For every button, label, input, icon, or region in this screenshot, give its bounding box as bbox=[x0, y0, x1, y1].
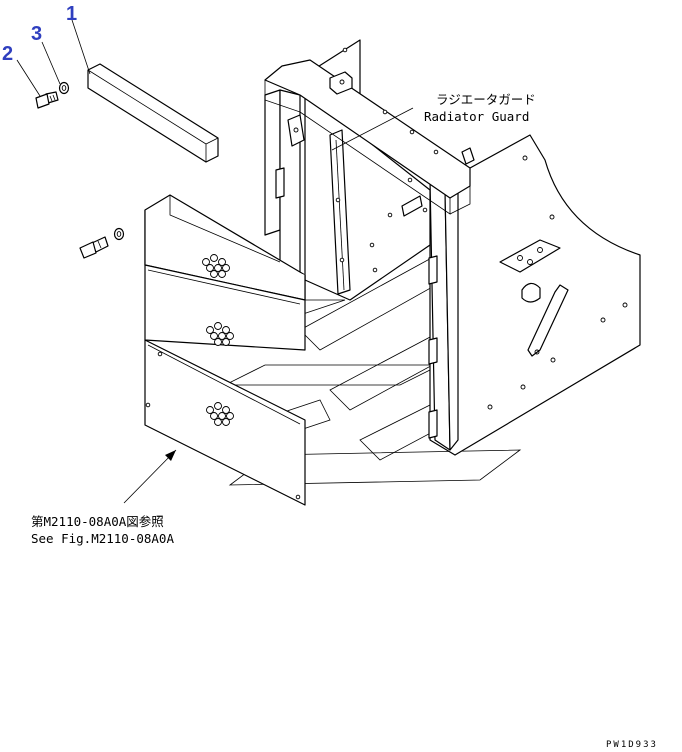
left-post bbox=[264, 89, 305, 281]
vent-holes-upper bbox=[202, 254, 230, 278]
right-post bbox=[428, 179, 459, 451]
label-radiator-guard-jp: ラジエータガード bbox=[436, 92, 536, 107]
callout-part-3: 3 bbox=[31, 23, 42, 45]
vent-holes-middle bbox=[206, 322, 234, 346]
leader-lines bbox=[16, 19, 414, 504]
label-see-fig-en: See Fig.M2110-08A0A bbox=[31, 531, 174, 546]
label-see-fig-jp: 第M2110-08A0A図参照 bbox=[31, 514, 164, 529]
grille-panel-middle bbox=[144, 264, 306, 351]
bolt-lower bbox=[79, 236, 109, 259]
label-radiator-guard-en: Radiator Guard bbox=[424, 109, 529, 124]
grille-panel-lower bbox=[144, 339, 306, 506]
vent-holes-lower bbox=[206, 402, 234, 426]
strip-plate-part1 bbox=[87, 63, 219, 163]
callout-part-1: 1 bbox=[66, 3, 77, 25]
washer-lower bbox=[113, 227, 125, 241]
top-cross-beam bbox=[264, 59, 475, 215]
drawing-code: PW1D933 bbox=[606, 740, 658, 750]
mount-bracket bbox=[499, 239, 569, 357]
center-channel bbox=[329, 129, 351, 295]
washer-part3 bbox=[58, 81, 70, 95]
bolt-part2 bbox=[35, 91, 59, 109]
callout-part-2: 2 bbox=[2, 43, 13, 65]
